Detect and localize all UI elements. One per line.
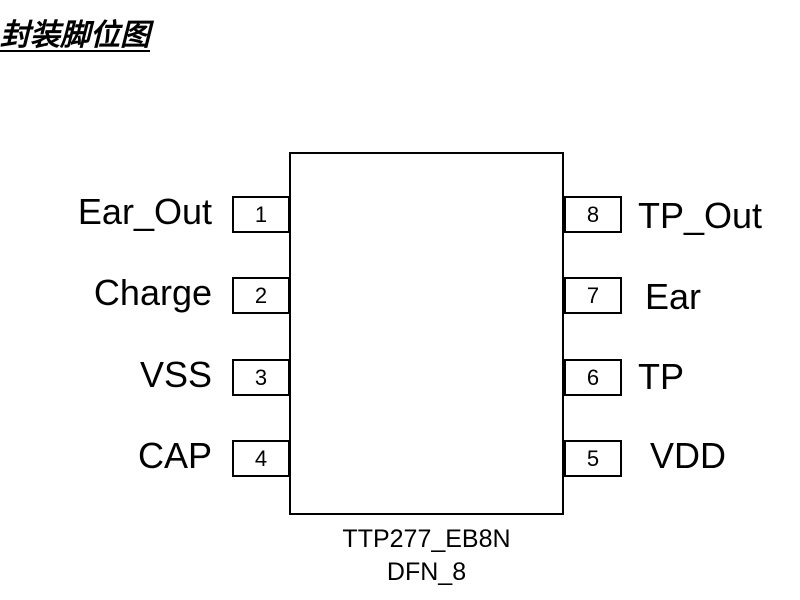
pin-4-label: CAP [137, 435, 212, 476]
pin-2-label: Charge [93, 272, 212, 313]
chip-body [289, 152, 564, 515]
pin-5-label: VDD [650, 435, 727, 476]
pin-3-box: 3 [232, 359, 290, 396]
pin-1-label: Ear_Out [77, 191, 212, 232]
pin-1-box: 1 [232, 196, 290, 233]
pin-4-box: 4 [232, 440, 290, 477]
pin-5-box: 5 [564, 440, 622, 477]
pin-6-box: 6 [564, 359, 622, 396]
pin-3-label: VSS [139, 354, 212, 395]
package-label: DFN_8 [386, 558, 467, 586]
pin-8-box: 8 [564, 196, 622, 233]
pin-2-box: 2 [232, 277, 290, 314]
page-title: 封装脚位图 [0, 18, 150, 53]
pin-8-label: TP_Out [638, 195, 763, 236]
pin-6-label: TP [638, 356, 685, 397]
pin-7-label: Ear [645, 276, 702, 317]
part-number-label: TTP277_EB8N [342, 525, 511, 553]
pin-7-box: 7 [564, 277, 622, 314]
